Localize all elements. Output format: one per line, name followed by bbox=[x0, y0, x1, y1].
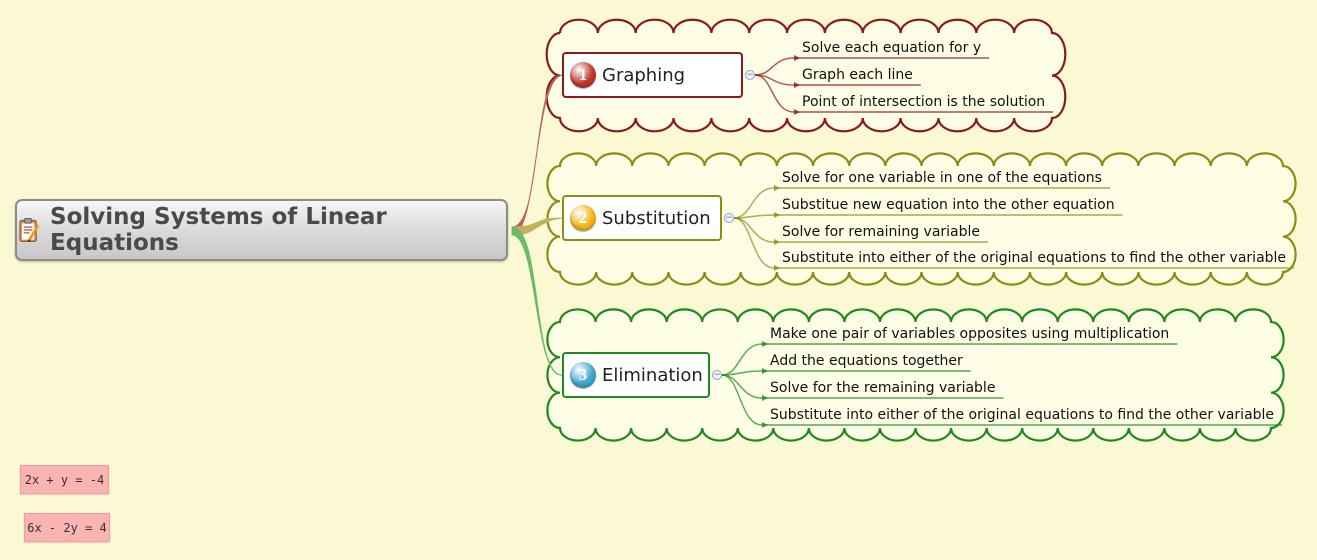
equation-note-2[interactable]: 6x - 2y = 4 bbox=[24, 513, 110, 542]
subtopic-substitution-2[interactable]: Substitue new equation into the other eq… bbox=[782, 197, 1115, 213]
boundary-clouds bbox=[545, 18, 1297, 442]
boundary-cloud-3 bbox=[546, 308, 1285, 442]
number-1-badge-icon: 1 bbox=[570, 62, 596, 88]
connector-1 bbox=[511, 74, 563, 236]
subtopic-elimination-1[interactable]: Make one pair of variables opposites usi… bbox=[770, 326, 1170, 342]
subtopic-graphing-2[interactable]: Graph each line bbox=[802, 67, 913, 83]
central-topic-title: Solving Systems of Linear Equations bbox=[50, 204, 387, 256]
topic-substitution-label: Substitution bbox=[602, 207, 711, 229]
number-3-badge-icon: 3 bbox=[570, 362, 596, 388]
subtopic-connector bbox=[721, 374, 763, 426]
subtopic-elimination-3[interactable]: Solve for the remaining variable bbox=[770, 380, 996, 396]
topic-elimination[interactable]: 3 Elimination bbox=[562, 352, 710, 398]
topic-graphing[interactable]: 1 Graphing bbox=[562, 52, 743, 98]
connector-2 bbox=[511, 217, 563, 236]
connector-3 bbox=[511, 226, 563, 376]
number-2-badge-icon: 2 bbox=[570, 205, 596, 231]
central-topic[interactable]: Solving Systems of Linear Equations bbox=[15, 199, 508, 261]
subtopic-connectors bbox=[721, 55, 1295, 428]
main-connectors bbox=[511, 74, 563, 376]
subtopic-substitution-1[interactable]: Solve for one variable in one of the equ… bbox=[782, 170, 1102, 186]
topic-substitution[interactable]: 2 Substitution bbox=[562, 195, 722, 241]
boundary-cloud-2 bbox=[546, 152, 1297, 286]
subtopic-connector bbox=[754, 74, 795, 113]
subtopic-substitution-4[interactable]: Substitute into either of the original e… bbox=[782, 250, 1287, 266]
equation-note-1[interactable]: 2x + y = -4 bbox=[20, 465, 109, 494]
collapse-elimination-icon[interactable]: − bbox=[712, 370, 722, 380]
subtopic-connector bbox=[721, 343, 763, 376]
collapse-substitution-icon[interactable]: − bbox=[724, 213, 734, 223]
topic-elimination-label: Elimination bbox=[602, 364, 703, 386]
subtopic-graphing-3[interactable]: Point of intersection is the solution bbox=[802, 94, 1046, 110]
topic-graphing-label: Graphing bbox=[602, 64, 686, 86]
collapse-graphing-icon[interactable]: − bbox=[745, 70, 755, 80]
subtopic-elimination-4[interactable]: Substitute into either of the original e… bbox=[770, 407, 1275, 423]
subtopic-graphing-1[interactable]: Solve each equation for y bbox=[802, 40, 982, 56]
subtopic-connector bbox=[733, 187, 775, 219]
subtopic-connector bbox=[733, 217, 775, 269]
subtopic-substitution-3[interactable]: Solve for remaining variable bbox=[782, 224, 981, 240]
clipboard-pencil-icon bbox=[19, 218, 40, 243]
subtopic-elimination-2[interactable]: Add the equations together bbox=[770, 353, 963, 369]
boundary-cloud-1 bbox=[545, 18, 1067, 133]
